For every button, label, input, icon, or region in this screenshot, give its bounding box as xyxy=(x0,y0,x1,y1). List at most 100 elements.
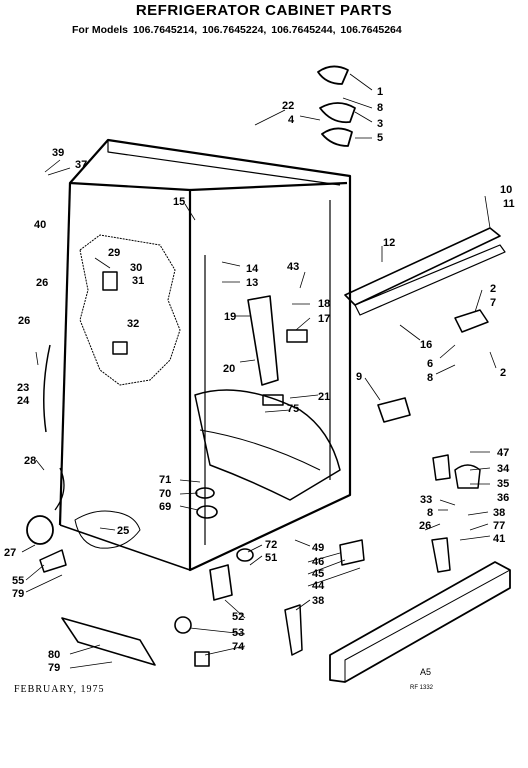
callout-8: 8 xyxy=(427,372,433,384)
model-list: For Models 106.7645214, 106.7645224, 106… xyxy=(72,24,404,36)
roller-27 xyxy=(26,515,54,545)
diagram-code: A5 xyxy=(420,667,432,677)
model-number: 106.7645244, xyxy=(271,24,336,36)
callout-41: 41 xyxy=(493,533,505,545)
callout-9: 9 xyxy=(356,371,362,383)
callout-20: 20 xyxy=(223,363,235,375)
cabinet-inner-front xyxy=(189,181,348,192)
callout-26: 26 xyxy=(419,520,431,532)
callout-8: 8 xyxy=(377,102,383,114)
callout-8: 8 xyxy=(427,507,433,519)
callout-3: 3 xyxy=(377,118,383,130)
callout-23: 23 xyxy=(17,382,29,394)
mullion-52 xyxy=(209,564,233,601)
model-number: 106.7645224, xyxy=(202,24,267,36)
toe-grille xyxy=(329,561,511,683)
callout-49: 49 xyxy=(312,542,324,554)
callout-16: 16 xyxy=(420,339,432,351)
callout-69: 69 xyxy=(159,501,171,513)
model-number: 106.7645264 xyxy=(340,24,402,36)
callout-39: 39 xyxy=(52,147,64,159)
callout-22: 22 xyxy=(282,100,294,112)
callout-28: 28 xyxy=(24,455,36,467)
callout-26: 26 xyxy=(18,315,30,327)
callout-38: 38 xyxy=(312,595,324,607)
callout-77: 77 xyxy=(493,520,505,532)
callout-45: 45 xyxy=(312,568,324,580)
callout-26: 26 xyxy=(36,277,48,289)
models-prefix: For Models xyxy=(72,24,129,36)
callout-29: 29 xyxy=(108,247,120,259)
model-number: 106.7645214, xyxy=(132,24,198,36)
cam-34 xyxy=(454,464,481,489)
grille-bracket-38 xyxy=(284,604,303,656)
callout-17: 17 xyxy=(318,313,330,325)
bracket-17 xyxy=(286,329,308,343)
callout-72: 72 xyxy=(265,539,277,551)
callout-10: 10 xyxy=(500,184,512,196)
drain-tube xyxy=(43,344,51,433)
roller-53 xyxy=(174,616,192,634)
callout-46: 46 xyxy=(312,556,324,568)
callout-75: 75 xyxy=(287,403,299,415)
callout-79: 79 xyxy=(48,662,60,674)
callout-1: 1 xyxy=(377,86,383,98)
callout-6: 6 xyxy=(427,358,433,370)
callout-31: 31 xyxy=(132,275,144,287)
bracket-33 xyxy=(432,454,451,481)
lift-rod xyxy=(54,467,65,511)
callout-32: 32 xyxy=(127,318,139,330)
callout-38: 38 xyxy=(493,507,505,519)
callout-80: 80 xyxy=(48,649,60,661)
grommet-69 xyxy=(196,505,218,519)
callout-51: 51 xyxy=(265,552,277,564)
evaporator-pan xyxy=(194,389,341,501)
top-hinge xyxy=(319,102,356,124)
callout-52: 52 xyxy=(232,611,244,623)
grommet-72 xyxy=(236,548,254,562)
callout-70: 70 xyxy=(159,488,171,500)
cabinet-front-edge xyxy=(58,182,72,526)
callout-21: 21 xyxy=(318,391,330,403)
callout-44: 44 xyxy=(312,580,325,592)
clip-30 xyxy=(102,271,118,291)
callout-47: 47 xyxy=(497,447,509,459)
callout-71: 71 xyxy=(159,474,171,486)
clip-32 xyxy=(112,341,128,355)
callout-40: 40 xyxy=(34,219,46,231)
callout-19: 19 xyxy=(224,311,236,323)
callout-34: 34 xyxy=(497,463,510,475)
insulation-blob xyxy=(79,234,181,386)
callout-37: 37 xyxy=(75,159,87,171)
mounting-plate xyxy=(247,295,279,386)
callout-2: 2 xyxy=(500,367,506,379)
bracket-55 xyxy=(39,549,67,573)
callout-18: 18 xyxy=(318,298,330,310)
grille-bracket-41 xyxy=(431,537,451,573)
callout-43: 43 xyxy=(287,261,299,273)
callout-55: 55 xyxy=(12,575,24,587)
center-hinge xyxy=(454,309,489,333)
hinge-shim xyxy=(321,127,353,147)
callout-12: 12 xyxy=(383,237,395,249)
callout-24: 24 xyxy=(17,395,30,407)
callout-25: 25 xyxy=(117,525,129,537)
callout-14: 14 xyxy=(246,263,259,275)
callout-2: 2 xyxy=(490,283,496,295)
diagram-title: REFRIGERATOR CABINET PARTS xyxy=(135,2,393,19)
callout-33: 33 xyxy=(420,494,432,506)
callout-53: 53 xyxy=(232,627,244,639)
clip-46 xyxy=(339,539,365,566)
callout-15: 15 xyxy=(173,196,185,208)
bracket-21 xyxy=(262,394,284,406)
trim-rail-top xyxy=(344,227,501,306)
callout-5: 5 xyxy=(377,132,383,144)
callout-13: 13 xyxy=(246,277,258,289)
callout-11: 11 xyxy=(503,198,515,210)
trim-rail-bottom xyxy=(354,244,506,316)
hinge-cover xyxy=(317,65,349,85)
cap-74 xyxy=(194,651,210,667)
callout-7: 7 xyxy=(490,297,496,309)
callout-27: 27 xyxy=(4,547,16,559)
